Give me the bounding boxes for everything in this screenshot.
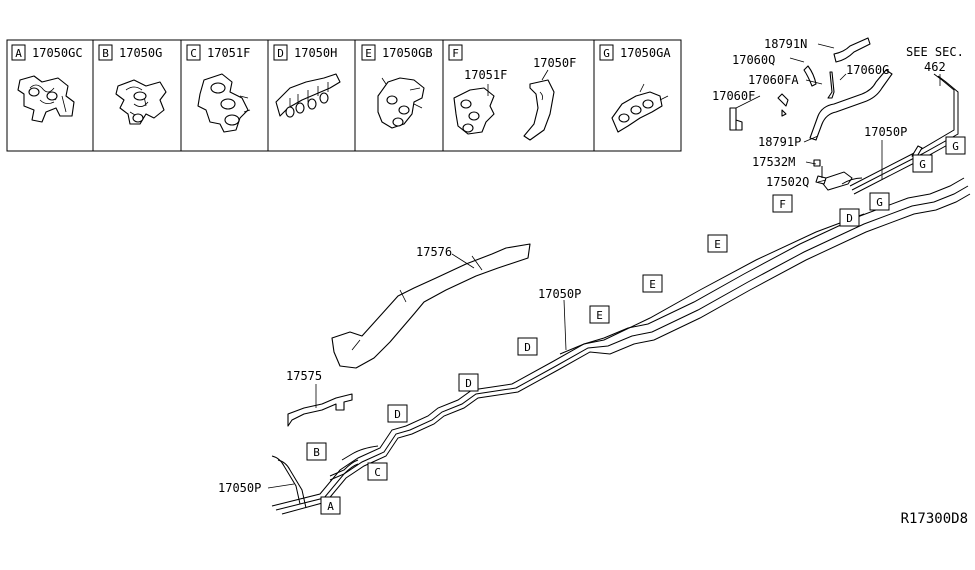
hose-17060q <box>803 65 817 87</box>
diagram-code: R17300D8 <box>901 511 968 527</box>
main-fuel-line <box>271 177 971 515</box>
marker-a: A <box>327 500 334 513</box>
label-18791n: 18791N <box>764 37 807 51</box>
legend-part-b: 17050G <box>119 46 162 60</box>
marker-f: F <box>779 198 786 211</box>
legend-letter-box-c <box>186 44 201 61</box>
clip-illustration-f1 <box>453 84 495 135</box>
marker-e1: E <box>714 238 721 251</box>
legend-part-c: 17051F <box>207 46 250 60</box>
label-17050p-mid: 17050P <box>538 287 581 301</box>
marker-box-g2 <box>912 154 933 173</box>
label-17050p-top: 17050P <box>864 125 907 139</box>
marker-box-b <box>306 442 327 461</box>
marker-g1: G <box>952 140 959 153</box>
marker-d4: D <box>394 408 401 421</box>
label-17060g: 17060G <box>846 63 889 77</box>
legend-letter-box-d <box>273 44 288 61</box>
label-see-sec-num: 462 <box>924 60 946 74</box>
marker-box-e3 <box>589 305 610 324</box>
label-17050p-bottom: 17050P <box>218 481 261 495</box>
marker-box-c <box>367 462 388 481</box>
clip-illustration-g <box>611 83 669 133</box>
part-labels: 18791N 17060Q 17060FA 17060G 17060F 1879… <box>218 37 964 495</box>
marker-e3: E <box>596 309 603 322</box>
legend-letter-b: B <box>102 47 109 60</box>
marker-box-d1 <box>839 208 860 227</box>
legend-letter-d: D <box>277 47 284 60</box>
marker-g3: G <box>876 196 883 209</box>
label-17502q: 17502Q <box>766 175 809 189</box>
marker-box-a <box>320 496 341 515</box>
marker-box-g1 <box>945 136 966 155</box>
clamp-17060g <box>827 71 835 99</box>
clip-17060f <box>729 107 743 131</box>
clip-illustration-a <box>17 75 75 123</box>
label-17060fa: 17060FA <box>748 73 799 87</box>
legend-part-a: 17050GC <box>32 46 83 60</box>
marker-box-e1 <box>707 234 728 253</box>
marker-box-g3 <box>869 192 890 211</box>
marker-box-f <box>772 194 793 213</box>
legend-table: A 17050GC B 17050G C 17051F D 17050H E 1… <box>6 39 682 152</box>
legend-letter-box-a <box>11 44 26 61</box>
hose-18791p <box>809 69 893 141</box>
marker-d2: D <box>524 341 531 354</box>
clip-illustration-b <box>115 79 167 125</box>
legend-part-e: 17050GB <box>382 46 433 60</box>
clip-markers: G G G F D E E E D D D B C A <box>306 136 966 515</box>
marker-box-d4 <box>387 404 408 423</box>
label-17575: 17575 <box>286 369 322 383</box>
marker-d1: D <box>846 212 853 225</box>
legend-letter-box-e <box>361 44 376 61</box>
bracket-17575 <box>287 393 353 427</box>
marker-box-e2 <box>642 274 663 293</box>
marker-d3: D <box>465 377 472 390</box>
legend-letter-a: A <box>15 47 22 60</box>
legend-letter-g: G <box>603 47 610 60</box>
legend-letter-f: F <box>452 47 459 60</box>
clip-17060fa <box>777 93 789 117</box>
marker-box-d2 <box>517 337 538 356</box>
clip-illustration-d <box>275 73 341 118</box>
legend-subpart-f-2: 17050F <box>533 56 576 70</box>
marker-e2: E <box>649 278 656 291</box>
label-18791p: 18791P <box>758 135 801 149</box>
legend-letter-box-b <box>98 44 113 61</box>
marker-g2: G <box>919 158 926 171</box>
protector-17576 <box>331 243 531 369</box>
legend-letter-c: C <box>190 47 197 60</box>
label-see-sec: SEE SEC. <box>906 45 964 59</box>
marker-box-d3 <box>458 373 479 392</box>
label-17532m: 17532M <box>752 155 795 169</box>
label-17576: 17576 <box>416 245 452 259</box>
legend-part-g: 17050GA <box>620 46 671 60</box>
fitting-17532m <box>813 159 821 167</box>
clip-illustration-e <box>377 77 425 129</box>
label-17060q: 17060Q <box>732 53 775 67</box>
upper-pipe-run <box>813 73 961 195</box>
marker-c: C <box>374 466 381 479</box>
legend-subpart-f-1: 17051F <box>464 68 507 82</box>
legend-letter-e: E <box>365 47 372 60</box>
filler-hose-group <box>729 37 893 141</box>
legend-letter-box-g <box>599 44 614 61</box>
legend-part-d: 17050H <box>294 46 337 60</box>
clip-illustration-c <box>197 73 251 133</box>
marker-b: B <box>313 446 320 459</box>
hose-18791n <box>833 37 871 63</box>
clip-illustration-f2 <box>523 69 555 141</box>
label-17060f: 17060F <box>712 89 755 103</box>
legend-letter-box-f <box>448 44 463 61</box>
leader-lines <box>267 43 941 489</box>
